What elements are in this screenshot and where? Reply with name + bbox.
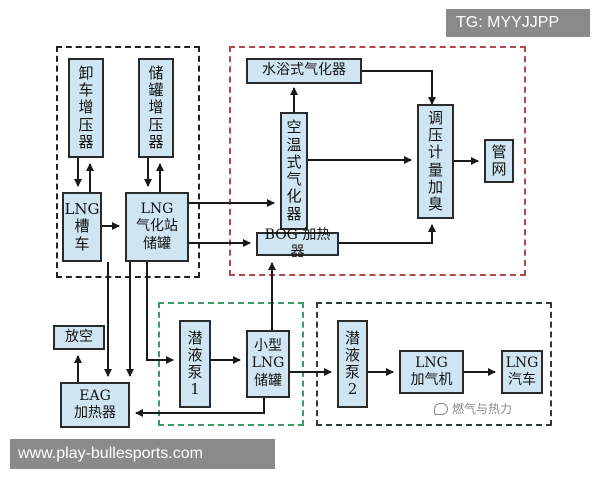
small-tank-region [158,302,304,426]
unloading-booster-node: 卸 车 增 压 器 [68,58,104,158]
filling-region [316,302,552,426]
unloading-storage-region [56,46,200,278]
submerged-pump-1-label: 潜 液 泵 1 [187,328,203,399]
submerged-pump-2-label: 潜 液 泵 2 [344,328,360,399]
small-lng-tank-node: 小型 LNG 储罐 [246,330,290,398]
lng-tanker-node: LNG 槽 车 [62,192,102,262]
small-lng-tank-label: 小型 LNG 储罐 [251,337,285,389]
lng-tanker-label: LNG 槽 车 [64,200,100,253]
chat-bubble-icon [434,402,448,415]
source-watermark: 燃气与热力 [434,400,512,417]
arrow-bog-to-metering [339,224,436,244]
vaporization-region [229,46,526,276]
ambient-vaporizer-node: 空 温 式 气 化 器 [280,112,308,230]
water-bath-vaporizer-node: 水浴式气化器 [246,58,362,84]
pipe-network-label: 管 网 [491,142,507,178]
pressure-metering-label: 调 压 计 量 加 臭 [427,108,443,213]
vent-node: 放空 [53,325,105,350]
eag-heater-node: EAG 加热器 [60,382,130,428]
lng-dispenser-label: LNG 加气机 [410,354,453,389]
watermark-text: 燃气与热力 [452,402,513,416]
url-overlay-text: www.play-bullesports.com [18,445,203,462]
unloading-booster-label: 卸 车 增 压 器 [78,63,94,151]
submerged-pump-1-node: 潜 液 泵 1 [179,320,211,408]
arrow-waterbath-to-metering [362,70,436,105]
bog-heater-node: BOG 加热器 [256,227,339,260]
ambient-vaporizer-label: 空 温 式 气 化 器 [286,118,302,223]
tank-booster-label: 储 罐 增 压 器 [148,63,164,151]
submerged-pump-2-node: 潜 液 泵 2 [337,320,368,408]
tg-overlay-label: TG: MYYJJPP [446,9,590,37]
pressure-metering-node: 调 压 计 量 加 臭 [417,104,454,219]
bog-heater-label: BOG 加热器 [264,226,331,261]
arrow-smalltank-to-eag [135,398,265,417]
station-tank-label: LNG 气化站 储罐 [136,200,178,252]
pipe-network-node: 管 网 [484,139,514,183]
station-tank-node: LNG 气化站 储罐 [125,192,189,262]
lng-dispenser-node: LNG 加气机 [399,350,464,394]
lng-vehicle-label: LNG 汽车 [505,354,539,389]
water-bath-vaporizer-label: 水浴式气化器 [262,62,346,79]
eag-heater-label: EAG 加热器 [74,387,116,422]
tank-booster-node: 储 罐 增 压 器 [138,58,174,158]
tg-overlay-text: TG: MYYJJPP [456,14,560,31]
vent-label: 放空 [65,328,93,345]
arrow-tank-to-pump1 [146,262,174,364]
lng-vehicle-node: LNG 汽车 [501,350,543,394]
url-overlay-label: www.play-bullesports.com [10,439,275,469]
